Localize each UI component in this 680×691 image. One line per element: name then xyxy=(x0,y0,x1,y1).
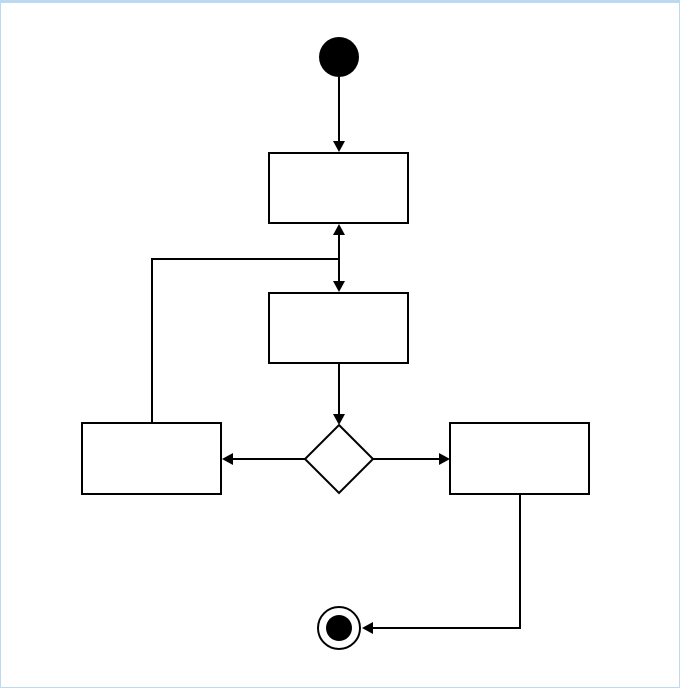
activity-right-box xyxy=(449,422,590,495)
edge-activity-2-to-decision xyxy=(333,363,345,425)
edge-decision-to-activity-right xyxy=(373,453,450,465)
activity-1-box xyxy=(268,152,409,224)
activity-diagram xyxy=(81,37,590,650)
edge-decision-to-activity-left xyxy=(222,453,305,465)
decision-node xyxy=(303,423,375,495)
activity-2-box xyxy=(268,292,409,364)
activity-left-box xyxy=(81,422,222,495)
edge-start-to-activity-1 xyxy=(333,77,345,152)
edge-activity-left-loop-to-activity-1 xyxy=(151,258,339,423)
initial-node xyxy=(319,37,359,77)
final-node xyxy=(317,606,361,650)
edge-activity-right-to-end xyxy=(362,494,521,634)
